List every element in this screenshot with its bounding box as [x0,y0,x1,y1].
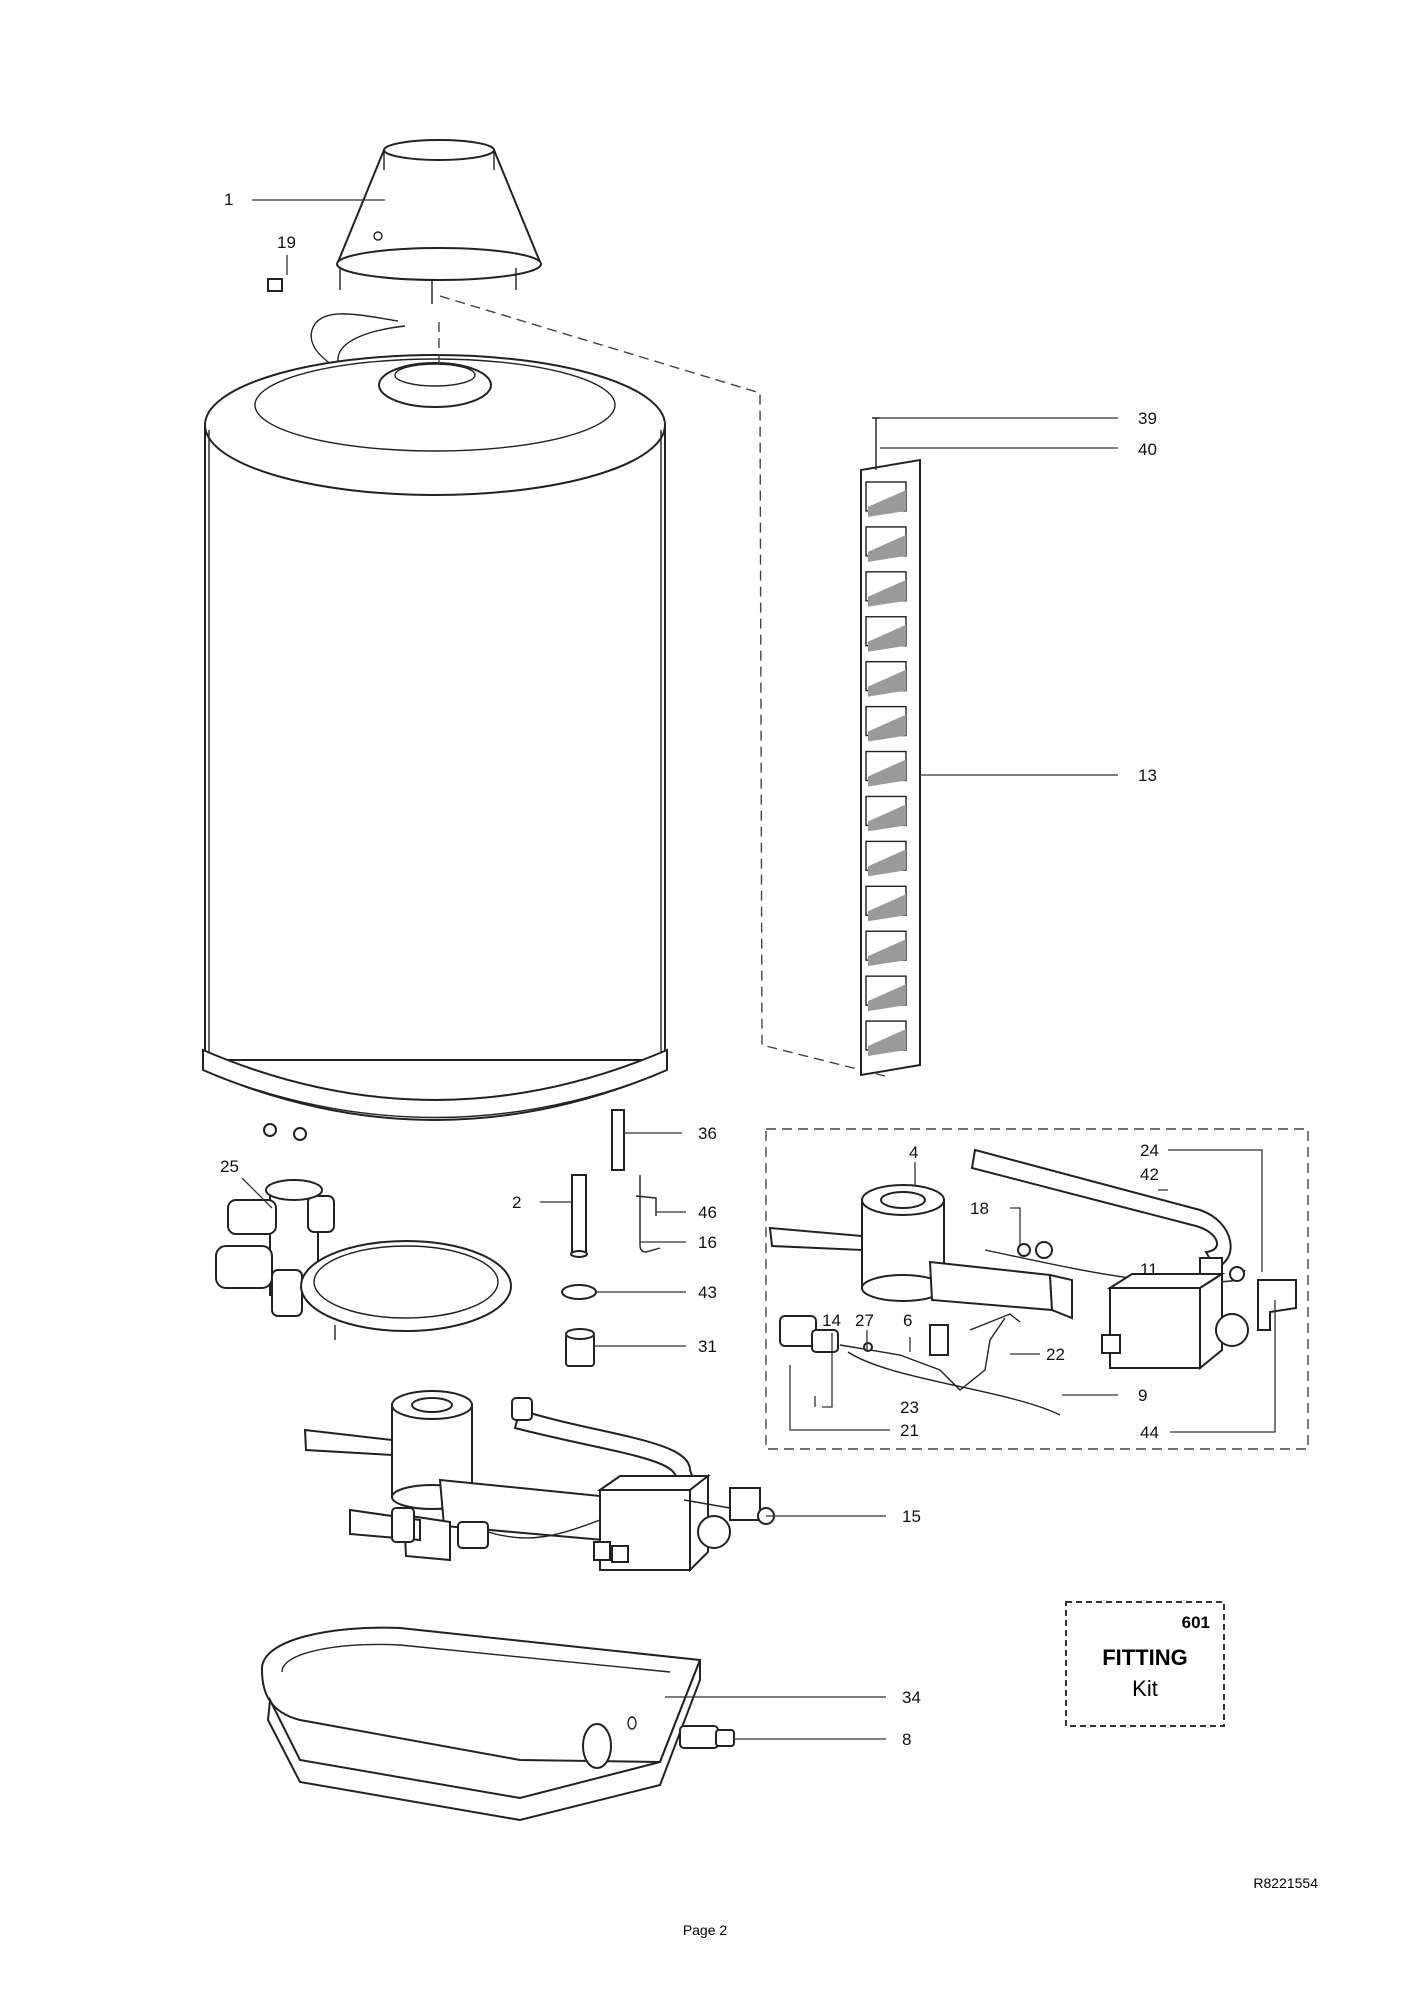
callout-42: 42 [1140,1165,1159,1184]
callout-1: 1 [224,190,233,209]
main-burner-assembly [303,1390,775,1573]
callout-39: 39 [1138,409,1157,428]
safety-valve [215,1179,335,1317]
louvre-slat [868,894,906,922]
callout-46: 46 [698,1203,717,1222]
callout-8: 8 [902,1730,911,1749]
drain-pipes [263,1109,661,1258]
callout-19: 19 [277,233,296,252]
callout-16: 16 [698,1233,717,1252]
louvre-panel [860,458,921,1077]
callout-36: 36 [698,1124,717,1143]
callout-21: 21 [900,1421,919,1440]
gasket-ring [300,1240,512,1340]
louvre-slat [868,849,906,877]
hex-nut [565,1328,595,1367]
louvre-slat [868,759,906,787]
kit-label: 601 FITTING Kit [1065,1601,1225,1727]
callout-13: 13 [1138,766,1157,785]
louvre-slat [868,939,906,967]
callout-2: 2 [512,1193,521,1212]
drawing-reference: R8221554 [1253,1875,1318,1891]
kit-subtitle: Kit [1132,1676,1158,1701]
flue-hood [336,139,542,304]
page-number: Page 2 [683,1922,728,1938]
water-tank [202,354,668,1121]
callout-22: 22 [1046,1345,1065,1364]
kit-number: 601 [1182,1613,1210,1632]
louvre-slat [868,804,906,832]
louvre-slat [868,624,906,652]
callout-18: 18 [970,1199,989,1218]
louvre-slat [868,579,906,607]
base-tray [260,1626,735,1822]
louvre-slat [868,534,906,562]
callout-15: 15 [902,1507,921,1526]
callout-34: 34 [902,1688,921,1707]
callout-14: 14 [822,1311,841,1330]
callout-23: 23 [900,1398,919,1417]
callout-24: 24 [1140,1141,1159,1160]
clip-part [267,278,283,292]
callout-6: 6 [903,1311,912,1330]
callout-40: 40 [1138,440,1157,459]
louvre-slat [868,490,906,517]
louvre-slat [868,714,906,742]
callout-11: 11 [1140,1260,1158,1279]
o-ring [561,1284,597,1300]
callout-9: 9 [1138,1386,1147,1405]
louvre-slat [868,984,906,1012]
callout-31: 31 [698,1337,717,1356]
callout-labels: 1 19 39 40 13 36 25 2 46 16 43 31 4 24 4… [220,190,1159,1749]
callout-4: 4 [909,1143,918,1162]
kit-title: FITTING [1102,1645,1188,1670]
louvre-slat [868,1029,906,1056]
leader-lines [241,199,1276,1740]
callout-43: 43 [698,1283,717,1302]
louvre-slat [868,669,906,697]
burner-kit [768,1148,1297,1416]
callout-27: 27 [855,1311,874,1330]
callout-25: 25 [220,1157,239,1176]
callout-44: 44 [1140,1423,1159,1442]
